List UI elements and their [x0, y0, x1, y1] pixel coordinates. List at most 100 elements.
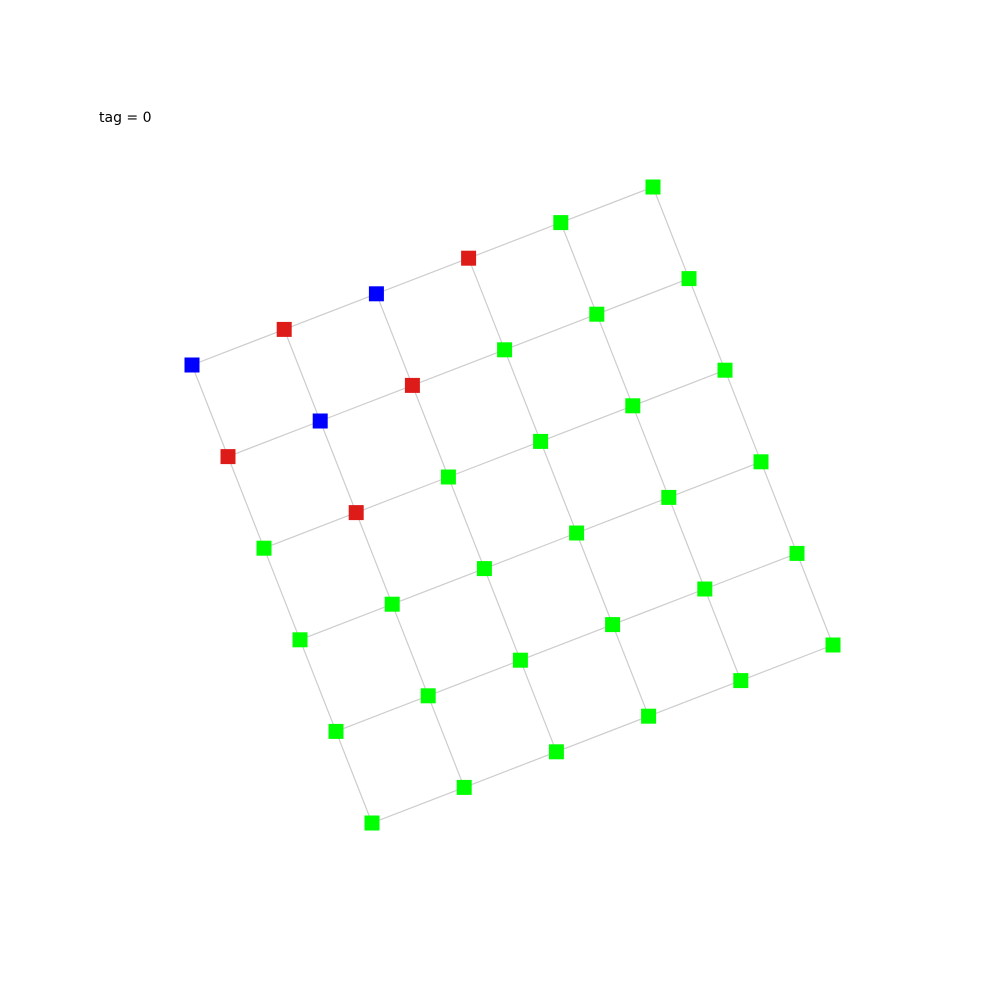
grid-edge	[576, 496, 670, 534]
node-layer	[184, 179, 841, 831]
grid-edge	[355, 512, 393, 605]
grid-edge	[412, 349, 505, 386]
grid-edge	[191, 364, 229, 457]
grid-node-green	[661, 489, 677, 505]
grid-node-green	[681, 271, 697, 287]
grid-edge	[283, 293, 377, 330]
grid-node-green	[420, 688, 436, 704]
grid-node-green	[645, 179, 661, 195]
tag-label: tag = 0	[99, 110, 152, 126]
grid-edge	[371, 786, 465, 824]
grid-node-green	[476, 561, 492, 577]
grid-edge	[484, 532, 577, 570]
grid-node-green	[533, 433, 549, 449]
grid-edge	[335, 731, 373, 824]
grid-edge	[319, 384, 413, 422]
grid-edge	[263, 512, 357, 549]
grid-edge	[704, 552, 798, 590]
grid-edge	[632, 405, 670, 498]
grid-edge	[704, 588, 742, 681]
grid-node-green	[697, 581, 713, 597]
grid-edge	[576, 532, 614, 625]
grid-edge	[376, 257, 469, 295]
grid-edge	[504, 349, 542, 442]
grid-edge	[652, 186, 690, 279]
grid-node-green	[364, 815, 380, 831]
grid-edge	[668, 461, 762, 498]
grid-edge	[468, 257, 506, 351]
grid-edge	[391, 568, 485, 605]
grid-edge	[263, 547, 301, 641]
grid-node-green	[733, 673, 749, 689]
grid-edge	[283, 329, 321, 422]
grid-edge	[596, 278, 690, 315]
grid-node-green	[641, 708, 657, 724]
grid-edge	[556, 715, 649, 753]
grid-edge	[540, 405, 634, 442]
grid-edge	[504, 313, 598, 351]
grid-edge	[760, 461, 798, 554]
grid-edge	[483, 568, 521, 661]
grid-edge	[411, 385, 449, 478]
grid-node-green	[825, 637, 841, 653]
grid-node-green	[384, 596, 400, 612]
grid-node-green	[256, 540, 272, 556]
grid-edge	[520, 624, 613, 661]
grid-node-red	[461, 250, 477, 266]
grid-node-green	[789, 545, 805, 561]
grid-edge	[612, 588, 706, 626]
grid-edge	[596, 313, 634, 407]
grid-edge	[227, 456, 265, 549]
grid-node-green	[569, 525, 585, 541]
grid-edge	[427, 659, 521, 697]
grid-edge	[355, 476, 449, 514]
grid-node-red	[276, 321, 292, 337]
grid-edge	[448, 440, 541, 478]
grid-edge	[724, 369, 762, 463]
grid-edge	[632, 369, 726, 407]
grid-edge	[319, 420, 357, 513]
grid-edge	[375, 293, 413, 386]
grid-node-green	[548, 744, 564, 760]
grid-node-green	[605, 617, 621, 633]
grid-edge	[648, 680, 742, 717]
grid-edge	[612, 624, 650, 717]
grid-node-green	[497, 342, 513, 358]
grid-edge	[447, 476, 485, 569]
grid-edge	[227, 420, 321, 458]
grid-node-green	[553, 215, 569, 231]
grid-node-red	[348, 505, 364, 521]
grid-edge	[391, 603, 429, 697]
grid-edge	[560, 186, 654, 224]
grid-edge	[560, 222, 598, 315]
grid-node-green	[440, 469, 456, 485]
grid-node-green	[292, 632, 308, 648]
grid-node-green	[456, 779, 472, 795]
grid-node-red	[404, 377, 420, 393]
grid-edge	[688, 278, 726, 371]
grid-node-green	[717, 362, 733, 378]
grid-edge	[519, 659, 557, 753]
grid-edge	[299, 603, 393, 641]
grid-edge	[796, 553, 834, 646]
grid-node-blue	[368, 286, 384, 302]
grid-node-green	[328, 723, 344, 739]
grid-edge	[463, 751, 557, 788]
grid-node-red	[220, 449, 236, 465]
grid-node-green	[753, 454, 769, 470]
grid-edge	[540, 441, 578, 534]
grid-edge	[299, 639, 337, 732]
grid-edge	[468, 222, 562, 259]
grid-edge	[335, 695, 429, 732]
grid-edge	[427, 695, 465, 788]
grid-node-green	[625, 398, 641, 414]
grid-node-green	[589, 306, 605, 322]
grid-node-green	[512, 652, 528, 668]
grid-node-blue	[184, 357, 200, 373]
grid-edge	[668, 497, 706, 590]
grid-node-blue	[312, 413, 328, 429]
edge-layer	[191, 186, 834, 824]
grid-edge	[191, 328, 285, 366]
